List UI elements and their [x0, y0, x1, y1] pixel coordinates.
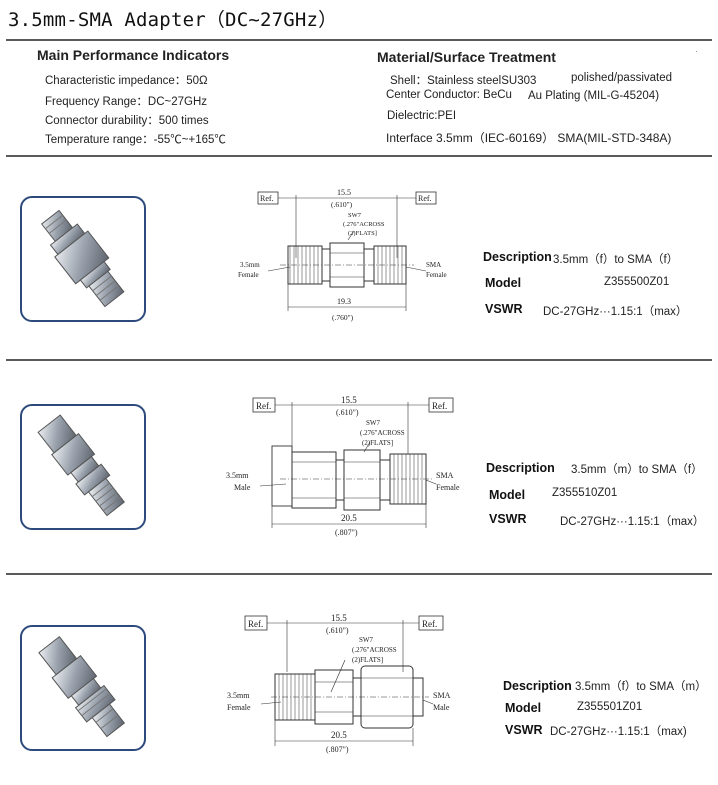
left-label: 3.5mm [227, 691, 250, 700]
description-label: Description [503, 679, 572, 693]
divider [6, 573, 712, 575]
sw-across: (.276"ACROSS [360, 429, 405, 437]
dim-bottom-in: (.760") [332, 313, 354, 322]
spec-durability: Connector durability：500 times [45, 115, 209, 127]
left-label-gender: Female [238, 271, 259, 279]
technical-drawing-1: Ref. Ref. 15.5 (.610") SW7 (.276"ACROSS … [238, 188, 447, 322]
sw-label: SW7 [366, 419, 381, 427]
sw-flats: (2)FLATS] [352, 656, 383, 664]
description-label: Description [483, 250, 552, 264]
model-value: Z355500Z01 [604, 276, 670, 288]
description-label: Description [486, 461, 555, 475]
model-label: Model [489, 488, 526, 502]
dim-top-in: (.610") [331, 200, 353, 209]
dim-bottom: 20.5 [331, 730, 347, 740]
dim-bottom-in: (.807") [326, 745, 349, 754]
left-label-gender: Female [227, 703, 251, 712]
left-label-gender: Male [234, 483, 251, 492]
technical-drawing-3: Ref. Ref. 15.5 (.610") SW7 (.276"ACROSS … [227, 613, 451, 754]
description-value: 3.5mm（m）to SMA（f） [571, 464, 703, 476]
dim-bottom-in: (.807") [335, 528, 358, 537]
technical-drawing-2: Ref. Ref. 15.5 (.610") SW7 (.276"ACROSS … [226, 395, 460, 537]
right-label: SMA [433, 691, 451, 700]
spec-impedance: Characteristic impedance：50Ω [45, 75, 208, 87]
material-interface: Interface 3.5mm（IEC-60169） SMA(MIL-STD-3… [386, 131, 672, 145]
vswr-label: VSWR [505, 723, 543, 737]
spec-frequency: Frequency Range：DC~27GHz [45, 96, 208, 108]
model-value: Z355510Z01 [552, 487, 618, 499]
page-title: 3.5mm-SMA Adapter（DC~27GHz） [8, 9, 338, 31]
ref-label: Ref. [432, 401, 447, 411]
ref-label: Ref. [422, 619, 437, 629]
product-photo-2 [20, 404, 146, 530]
vswr-label: VSWR [485, 302, 523, 316]
right-label-gender: Female [426, 271, 447, 279]
material-heading: Material/Surface Treatment [377, 49, 556, 65]
left-label: 3.5mm [226, 471, 249, 480]
model-label: Model [505, 701, 542, 715]
dim-top: 15.5 [331, 613, 347, 623]
divider [6, 359, 712, 361]
dim-bottom: 19.3 [337, 297, 351, 306]
description-value: 3.5mm（f）to SMA（f） [553, 254, 679, 266]
model-value: Z355501Z01 [577, 701, 643, 713]
vswr-value: DC-27GHz···1.15:1（max） [560, 516, 705, 528]
material-center: Center Conductor: BeCu [386, 89, 512, 101]
sw-across: (.276"ACROSS [343, 221, 385, 228]
sw-flats: (2)FLATS] [362, 439, 393, 447]
sw-across: (.276"ACROSS [352, 646, 397, 654]
right-label: SMA [436, 471, 454, 480]
right-label: SMA [426, 261, 441, 269]
ref-label: Ref. [418, 194, 432, 203]
model-label: Model [485, 276, 522, 290]
material-dielectric: Dielectric:PEI [387, 110, 457, 122]
description-value: 3.5mm（f）to SMA（m） [575, 681, 707, 693]
dot-mark: · [695, 47, 698, 56]
material-center-finish: Au Plating (MIL-G-45204) [528, 90, 660, 102]
vswr-label: VSWR [489, 512, 527, 526]
ref-label: Ref. [256, 401, 271, 411]
dim-top-in: (.610") [326, 626, 349, 635]
ref-label: Ref. [248, 619, 263, 629]
left-label: 3.5mm [240, 261, 260, 269]
spec-temperature: Temperature range：-55℃~+165℃ [45, 134, 226, 146]
right-label-gender: Female [436, 483, 460, 492]
dim-top: 15.5 [337, 188, 351, 197]
divider [6, 155, 712, 157]
main-performance-heading: Main Performance Indicators [37, 47, 230, 63]
vswr-value: DC-27GHz···1.15:1（max) [550, 726, 687, 738]
material-shell: Shell：Stainless steelSU303 [390, 75, 537, 87]
right-label-gender: Male [433, 703, 450, 712]
sw-flats: (2)FLATS] [348, 230, 377, 237]
divider [6, 39, 712, 41]
sw-label: SW7 [359, 636, 374, 644]
product-photo-3 [20, 625, 146, 751]
dim-top-in: (.610") [336, 408, 359, 417]
vswr-value: DC-27GHz···1.15:1（max） [543, 306, 688, 318]
ref-label: Ref. [260, 194, 274, 203]
product-photo-1 [20, 196, 146, 322]
dim-top: 15.5 [341, 395, 357, 405]
dim-bottom: 20.5 [341, 513, 357, 523]
sw-label: SW7 [348, 212, 362, 219]
material-shell-finish: polished/passivated [571, 72, 673, 84]
